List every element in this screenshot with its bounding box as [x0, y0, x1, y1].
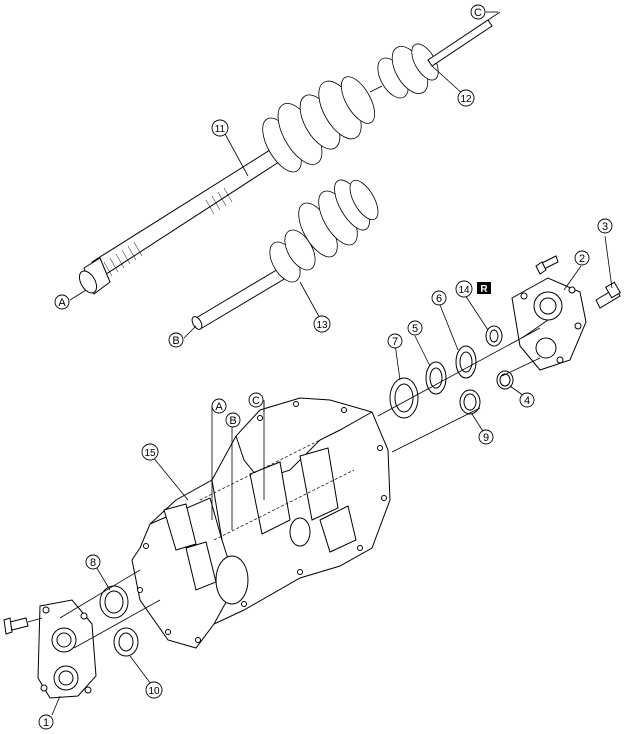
callout-11: 11: [211, 119, 229, 137]
callout-15-label: 15: [144, 448, 156, 459]
replace-badge: R: [477, 282, 491, 295]
bolt-3: [595, 281, 622, 309]
ref-C-output: C: [470, 4, 486, 20]
ref-B-counter: B: [168, 332, 184, 348]
callout-5: 5: [407, 320, 423, 336]
callout-5-label: 5: [412, 323, 418, 335]
ref-A-case: A: [211, 398, 227, 414]
front-cover: [3, 585, 139, 699]
callout-7-label: 7: [392, 336, 398, 348]
callout-3: 3: [597, 218, 613, 234]
callout-9-label: 9: [483, 432, 489, 444]
rear-bearings: [389, 325, 514, 419]
callout-4-label: 4: [524, 395, 530, 407]
callout-6-label: 6: [436, 293, 442, 305]
callout-13-label: 13: [316, 320, 328, 331]
ref-B-case: B: [225, 412, 241, 428]
callout-15: 15: [141, 443, 159, 461]
callout-2: 2: [574, 250, 590, 266]
ref-B-counter-label: B: [172, 335, 179, 347]
callout-10-label: 10: [148, 686, 160, 697]
bolt-upper: [535, 255, 559, 275]
callout-1-label: 1: [43, 717, 49, 729]
main-shaft: [78, 76, 383, 295]
callout-8: 8: [85, 554, 101, 570]
callout-14: 14: [455, 280, 473, 298]
callout-6: 6: [431, 290, 447, 306]
callout-2-label: 2: [579, 253, 585, 265]
output-shaft: [377, 11, 501, 99]
callout-12: 12: [457, 89, 475, 107]
callout-12-label: 12: [460, 94, 472, 105]
callout-4: 4: [519, 392, 535, 408]
ref-A-main-label: A: [58, 297, 66, 309]
callout-10: 10: [145, 681, 163, 699]
callout-13: 13: [313, 315, 331, 333]
ref-C-output-label: C: [474, 7, 482, 19]
ref-C-case-label: C: [252, 395, 260, 407]
ref-A-case-label: A: [215, 401, 223, 413]
replace-badge-label: R: [480, 284, 488, 295]
callout-1: 1: [38, 714, 54, 730]
callout-3-label: 3: [602, 221, 608, 233]
transmission-case: [131, 397, 391, 649]
callout-11-label: 11: [215, 124, 226, 135]
ref-A-main: A: [54, 294, 70, 310]
leader-lines: [51, 11, 613, 716]
ref-B-case-label: B: [229, 415, 236, 427]
callout-7: 7: [387, 333, 403, 349]
callout-9: 9: [478, 429, 494, 445]
countershaft: [191, 179, 379, 330]
callout-8-label: 8: [90, 557, 96, 569]
rear-cover: [511, 255, 622, 371]
ref-C-case: C: [248, 392, 264, 408]
bolt-front: [3, 617, 29, 635]
callout-14-label: 14: [458, 285, 470, 296]
guide-lines: [27, 319, 549, 649]
